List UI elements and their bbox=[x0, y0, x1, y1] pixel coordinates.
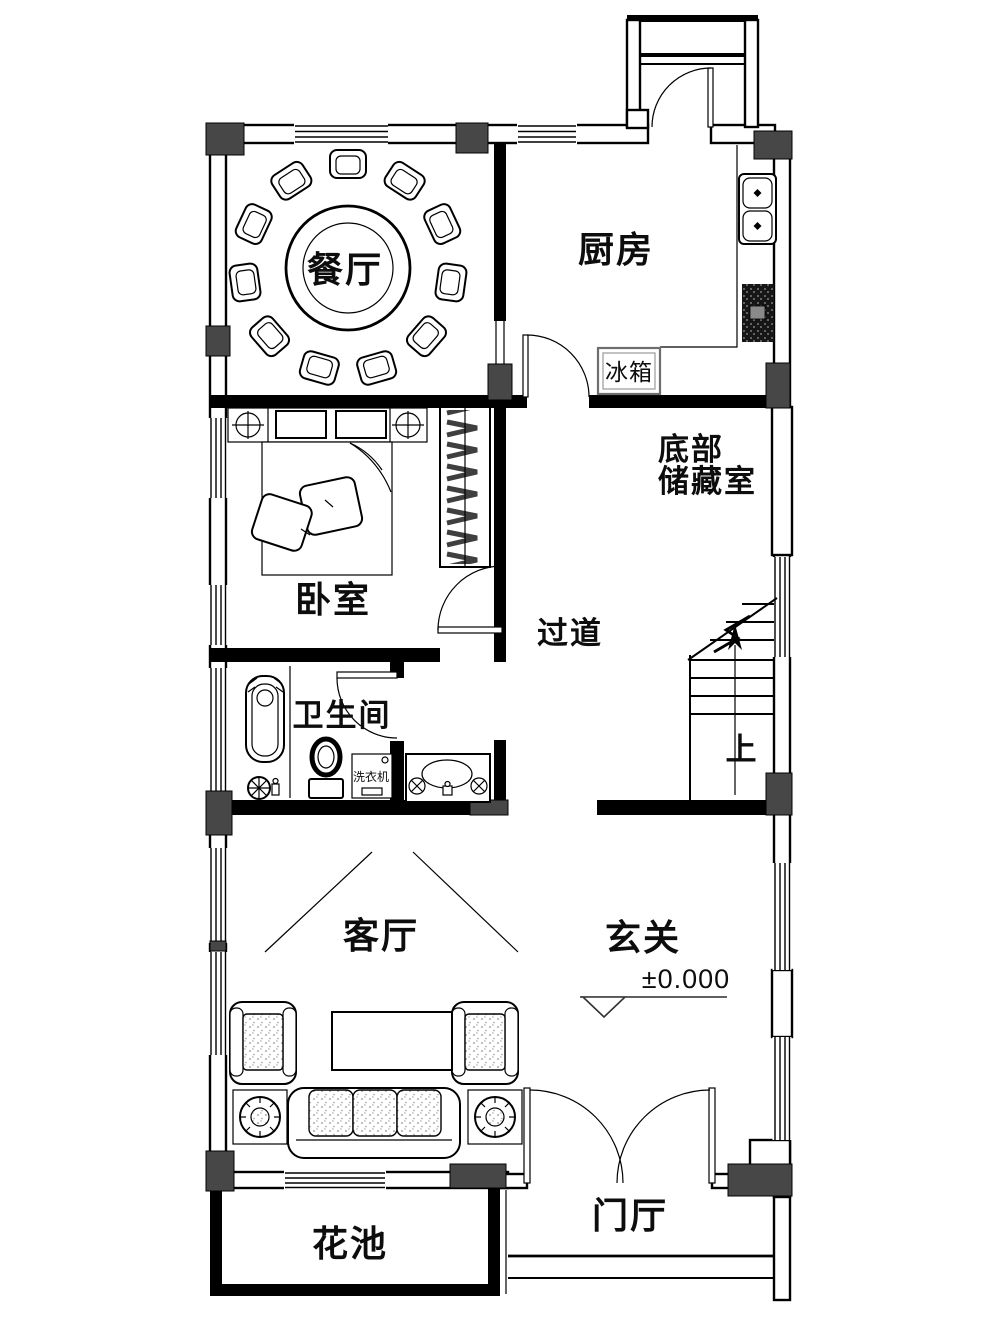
dining-chair bbox=[270, 160, 313, 201]
coffee-table bbox=[331, 1011, 453, 1071]
dining-chair bbox=[228, 262, 262, 303]
dining-chair bbox=[298, 350, 340, 386]
window-foyer-east-1 bbox=[772, 863, 792, 970]
pillow bbox=[275, 410, 327, 439]
window-foyer-east-2 bbox=[772, 1037, 792, 1140]
window-living-south bbox=[284, 1170, 386, 1190]
side-table-left bbox=[232, 1089, 288, 1145]
dining-table-set bbox=[228, 149, 468, 386]
room-label-foyer: 玄关 bbox=[605, 917, 681, 958]
room-label-corridor: 过道 bbox=[537, 616, 603, 651]
bed bbox=[250, 441, 393, 576]
fridge-label: 冰箱 bbox=[605, 359, 653, 385]
kitchen-stove bbox=[742, 284, 774, 342]
bedroom-furniture bbox=[227, 406, 491, 576]
kitchen-fixtures: 冰箱 bbox=[596, 145, 777, 396]
interior-walls bbox=[210, 143, 775, 1296]
stair-break-mark bbox=[713, 614, 751, 654]
side-table-right bbox=[467, 1089, 523, 1145]
fridge: 冰箱 bbox=[596, 346, 662, 396]
level-value: ±0.000 bbox=[642, 964, 730, 994]
room-label-entry-porch: 门厅 bbox=[592, 1195, 668, 1236]
level-marker bbox=[580, 996, 727, 1019]
window-living-west-2 bbox=[208, 952, 228, 1055]
entry-double-door bbox=[523, 1087, 716, 1184]
vanity-sink bbox=[405, 753, 491, 803]
pillow bbox=[335, 410, 387, 439]
room-labels: 餐厅 厨房 底部 储藏室 卧室 过道 卫生间 上 客厅 玄关 ±0.000 门厅… bbox=[293, 229, 759, 1264]
ceiling-line bbox=[264, 851, 373, 953]
window-stair-east bbox=[772, 557, 792, 657]
window-bedroom-west-2 bbox=[208, 585, 228, 645]
squat-toilet bbox=[245, 675, 285, 763]
rear-porch bbox=[625, 15, 760, 130]
room-label-dining: 餐厅 bbox=[307, 249, 383, 290]
room-label-living: 客厅 bbox=[343, 915, 419, 956]
room-label-storage-line1: 底部 bbox=[658, 432, 724, 467]
stairs-up-label: 上 bbox=[726, 732, 759, 767]
valve-symbol bbox=[408, 777, 426, 795]
living-room-furniture bbox=[229, 851, 523, 1159]
entry-porch-steps bbox=[508, 1254, 774, 1279]
dining-chair bbox=[249, 315, 291, 358]
dining-chair bbox=[434, 262, 468, 303]
window-bathroom-west bbox=[208, 668, 228, 793]
armchair-left bbox=[229, 1001, 297, 1085]
stairs-up-arrow bbox=[728, 624, 742, 795]
bedroom-door bbox=[437, 565, 503, 634]
rear-porch-door bbox=[651, 67, 714, 128]
armchair-right bbox=[451, 1001, 519, 1085]
dining-chair bbox=[383, 160, 426, 201]
room-label-storage-line2: 储藏室 bbox=[658, 464, 757, 499]
dining-chair bbox=[405, 315, 447, 358]
windows bbox=[208, 123, 792, 1190]
room-label-bedroom: 卧室 bbox=[295, 579, 371, 620]
washing-machine: 洗衣机 bbox=[351, 753, 393, 799]
bathroom-door bbox=[336, 671, 398, 739]
stairs bbox=[687, 597, 778, 800]
window-bedroom-west bbox=[208, 418, 228, 498]
dining-chair bbox=[356, 350, 398, 386]
kitchen-counter bbox=[660, 145, 738, 348]
window-dining-north bbox=[294, 123, 388, 145]
kitchen-sink bbox=[738, 173, 777, 245]
lamp-symbol bbox=[392, 411, 424, 439]
valve-symbol bbox=[470, 777, 488, 795]
structural-columns bbox=[205, 122, 793, 1197]
ceiling-line bbox=[412, 851, 519, 953]
bed-pillow bbox=[250, 493, 313, 552]
dining-chair bbox=[329, 149, 367, 179]
room-label-bathroom: 卫生间 bbox=[293, 698, 392, 733]
bathroom-fixtures: 洗衣机 bbox=[245, 675, 491, 803]
window-living-west-1 bbox=[208, 848, 228, 943]
dining-chair bbox=[423, 203, 462, 245]
window-kitchen-north bbox=[517, 123, 577, 145]
floor-drain-shower bbox=[247, 776, 280, 800]
sofa bbox=[287, 1087, 461, 1159]
toilet bbox=[308, 736, 344, 799]
room-label-flower-bed: 花池 bbox=[312, 1223, 388, 1264]
lamp-symbol bbox=[232, 411, 264, 439]
kitchen-door bbox=[522, 334, 590, 398]
room-label-kitchen: 厨房 bbox=[578, 229, 654, 270]
dining-chair bbox=[234, 203, 273, 245]
headboard-counter bbox=[227, 407, 428, 443]
washer-label: 洗衣机 bbox=[353, 769, 389, 784]
wardrobe bbox=[439, 406, 491, 568]
